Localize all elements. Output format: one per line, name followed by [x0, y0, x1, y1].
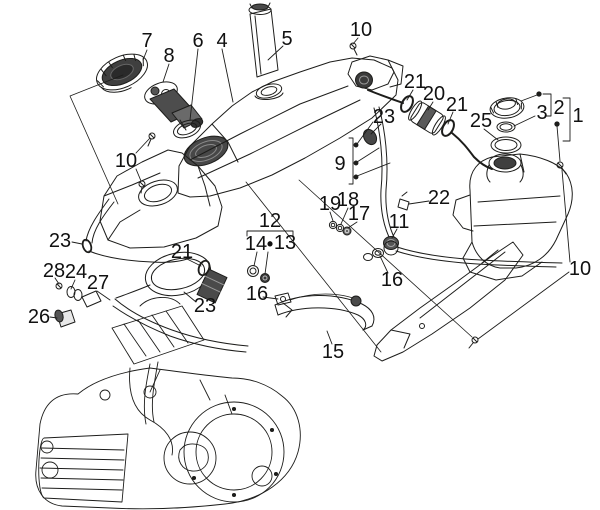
screw-icon: [468, 336, 479, 349]
part-label-2: 2: [553, 97, 565, 119]
engine: [35, 297, 301, 510]
part-label-5: 5: [281, 28, 293, 50]
side-panel: [373, 241, 524, 362]
screw-icon: [138, 180, 146, 194]
part-label-9: 9: [334, 153, 346, 175]
leader-lines: [49, 37, 571, 345]
part-label-12: 12: [258, 210, 282, 232]
hose-union: [363, 236, 399, 261]
part-label-6: 6: [192, 30, 204, 52]
frame-line: [298, 179, 473, 338]
part-label-28: 28: [42, 260, 66, 282]
intake-boot: [196, 259, 228, 304]
part-label-23-c: 23: [193, 295, 217, 317]
screw-icon: [556, 161, 567, 175]
part-label-10-bottom: 10: [568, 258, 592, 280]
fuel-pump: [144, 81, 204, 131]
part-label-10-left: 10: [114, 150, 138, 172]
part-label-26: 26: [27, 306, 51, 328]
part-label-25: 25: [469, 110, 493, 132]
hose-clip: [397, 198, 410, 211]
rear-tank-cap: [489, 97, 525, 119]
alignment-lines: [69, 74, 124, 205]
left-tank-cover: [99, 149, 223, 249]
fuel-cap: [96, 53, 148, 93]
part-label-8: 8: [163, 45, 175, 67]
washers-17-18-19: [328, 220, 352, 236]
part-label-24: 24: [64, 261, 88, 283]
part-label-3: 3: [536, 102, 548, 124]
part-label-11: 11: [388, 211, 410, 233]
screws: [138, 42, 567, 349]
part-label-27: 27: [86, 272, 110, 294]
part-label-16-right: 16: [380, 269, 404, 291]
part-label-22: 22: [427, 187, 451, 209]
part-label-18: 18: [336, 189, 360, 211]
part-label-19: 19: [318, 193, 342, 215]
part-label-7: 7: [141, 30, 153, 52]
part-label-13: 13: [273, 232, 297, 254]
part-label-20: 20: [422, 83, 446, 105]
frame-line: [245, 181, 382, 353]
filler-tube: [248, 2, 279, 78]
screw-icon: [147, 132, 156, 147]
part-label-21-b: 21: [445, 94, 469, 116]
fuel-filter: [367, 89, 493, 170]
part-label-10-top: 10: [349, 19, 373, 41]
part-label-21-a: 21: [403, 71, 427, 93]
part-label-4: 4: [216, 30, 228, 52]
part-label-17: 17: [347, 203, 371, 225]
part-label-1: 1: [572, 105, 584, 127]
pump-guard: [274, 293, 375, 331]
part-label-23-a: 23: [372, 106, 396, 128]
breather-hose: [54, 198, 249, 353]
label-separator-dot: •: [266, 234, 274, 254]
gasket-ring: [173, 119, 229, 167]
part-label-16-left: 16: [245, 283, 269, 305]
part-label-14: 14: [244, 233, 268, 255]
rear-tank: [452, 97, 573, 281]
part-label-23-b: 23: [48, 230, 72, 252]
part-label-15: 15: [321, 341, 345, 363]
part-label-21-c: 21: [170, 241, 194, 263]
main-tank: [177, 55, 404, 198]
screw-icon: [349, 42, 358, 56]
